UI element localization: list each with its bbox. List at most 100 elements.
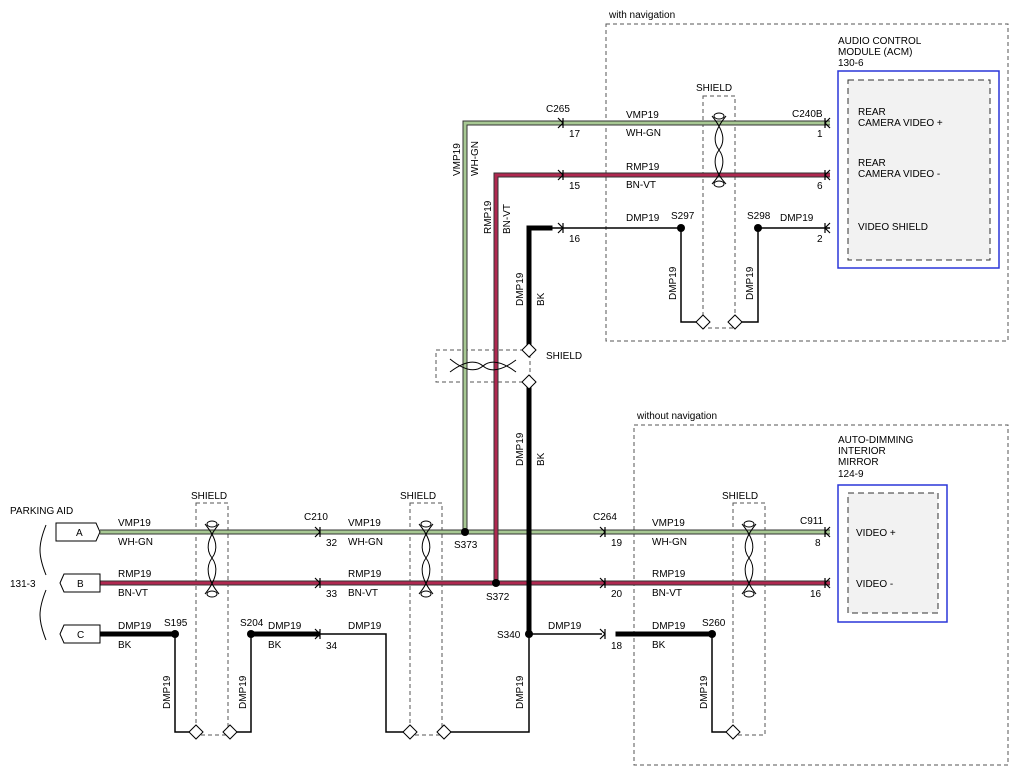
circuit-label: RMP19 (652, 569, 686, 580)
with-navigation-section: with navigation (605, 10, 1009, 342)
vmp19-wire[interactable] (100, 120, 830, 535)
dmp19-wire[interactable] (97, 225, 830, 733)
acm-pin6-line2: CAMERA VIDEO - (858, 169, 940, 180)
wire-labels-vertical: VMP19 WH-GN RMP19 BN-VT DMP19 BK DMP19 B… (162, 141, 756, 709)
pin-number: 1 (817, 129, 823, 140)
splice-s204-dot (247, 630, 255, 638)
shield-label-mid: SHIELD (400, 491, 436, 502)
splice-s373-label: S373 (454, 540, 478, 551)
circuit-label: DMP19 (348, 621, 382, 632)
pin-number: 15 (569, 181, 581, 192)
circuit-label: DMP19 (118, 621, 152, 632)
connector-c240b-label: C240B (792, 109, 823, 120)
wire-labels-lower: VMP19 WH-GN RMP19 BN-VT DMP19 BK DMP19 B… (118, 518, 687, 651)
color-label: BK (118, 640, 132, 651)
parking-aid-label: PARKING AID (10, 506, 73, 517)
shield-label-horizontal: SHIELD (546, 351, 582, 362)
parking-aid-ref: 131-3 (10, 579, 36, 590)
mirror-inner-box (847, 492, 939, 614)
circuit-label: RMP19 (626, 162, 660, 173)
pin-number: 19 (611, 538, 623, 549)
splice-s204-label: S204 (240, 618, 264, 629)
pin-c-label: C (77, 630, 84, 641)
circuit-label: DMP19 (652, 621, 686, 632)
pin-number: 16 (569, 234, 581, 245)
acm-pin2-line1: VIDEO SHIELD (858, 222, 928, 233)
shield-twists (204, 112, 757, 598)
color-label: WH-GN (652, 537, 687, 548)
mirror-title-line1: AUTO-DIMMING (838, 435, 914, 446)
color-label: BN-VT (118, 588, 148, 599)
color-label: WH-GN (118, 537, 153, 548)
pin-flag-b (59, 573, 101, 593)
splice-s372-dot (492, 579, 500, 587)
circuit-label: VMP19 (626, 110, 659, 121)
shield-boxes: SHIELD SHIELD SHIELD SHIELD SHIELD (191, 83, 766, 736)
circuit-label: VMP19 (348, 518, 381, 529)
pin-number: 34 (326, 641, 338, 652)
pin-flag-a (55, 522, 101, 542)
circuit-label: DMP19 (745, 266, 756, 300)
parking-aid-module[interactable]: PARKING AID 131-3 A B C (10, 506, 101, 644)
shield-box-left (195, 502, 229, 736)
pin-number: 32 (326, 538, 338, 549)
circuit-label: DMP19 (626, 213, 660, 224)
splice-s373-dot (461, 528, 469, 536)
circuit-label: DMP19 (268, 621, 302, 632)
color-label: WH-GN (470, 141, 481, 176)
color-label: BN-VT (502, 204, 513, 234)
circuit-label: DMP19 (515, 432, 526, 466)
splice-s195-label: S195 (164, 618, 188, 629)
pin-number: 18 (611, 641, 623, 652)
splice-s372-label: S372 (486, 592, 510, 603)
circuit-label: DMP19 (780, 213, 814, 224)
circuit-label: DMP19 (548, 621, 582, 632)
circuit-label: DMP19 (699, 675, 710, 709)
mirror-ref: 124-9 (838, 469, 864, 480)
circuit-label: VMP19 (118, 518, 151, 529)
without-navigation-section: without navigation (633, 411, 1009, 766)
color-label: BN-VT (652, 588, 682, 599)
mirror-pin8-label: VIDEO + (856, 528, 896, 539)
pin-number: 2 (817, 234, 823, 245)
circuit-label: DMP19 (238, 675, 249, 709)
splice-s260-dot (708, 630, 716, 638)
mirror-title-line2: INTERIOR (838, 446, 886, 457)
color-label: BN-VT (348, 588, 378, 599)
connector-c911-label: C911 (800, 516, 824, 527)
shield-diamonds (188, 314, 743, 740)
mirror-pin16-label: VIDEO - (856, 579, 893, 590)
pin-number: 20 (611, 589, 623, 600)
pin-number: 8 (815, 538, 821, 549)
circuit-label: DMP19 (162, 675, 173, 709)
pin-a-label: A (76, 528, 83, 539)
mirror-module[interactable]: AUTO-DIMMING INTERIOR MIRROR 124-9 VIDEO… (837, 435, 948, 623)
connector-labels: C210 C264 C265 C240B C911 32 33 34 19 20… (304, 104, 824, 652)
connector-chevrons (314, 117, 831, 640)
pin-number: 16 (810, 589, 822, 600)
wire-labels-upper: VMP19 WH-GN RMP19 BN-VT DMP19 DMP19 (626, 110, 814, 224)
acm-pin6-line1: REAR (858, 158, 886, 169)
splice-s260-label: S260 (702, 618, 726, 629)
circuit-label: VMP19 (652, 518, 685, 529)
splice-labels: S195 S204 S373 S372 S340 S260 S297 S298 (164, 211, 771, 641)
circuit-label: DMP19 (515, 272, 526, 306)
acm-title-line1: AUDIO CONTROL (838, 36, 922, 47)
color-label: BK (536, 452, 547, 466)
pin-number: 6 (817, 181, 823, 192)
connector-c265-label: C265 (546, 104, 570, 115)
color-label: WH-GN (626, 128, 661, 139)
circuit-label: RMP19 (348, 569, 382, 580)
without-navigation-label: without navigation (636, 411, 717, 422)
acm-pin1-line2: CAMERA VIDEO + (858, 118, 943, 129)
circuit-label: RMP19 (118, 569, 152, 580)
splice-s297-label: S297 (671, 211, 695, 222)
splice-s340-label: S340 (497, 630, 521, 641)
acm-module[interactable]: AUDIO CONTROL MODULE (ACM) 130-6 REAR CA… (837, 36, 1000, 269)
shield-box-mid (409, 502, 443, 736)
splice-s298-label: S298 (747, 211, 771, 222)
acm-pin1-line1: REAR (858, 107, 886, 118)
connector-c264-label: C264 (593, 512, 617, 523)
circuit-label: RMP19 (483, 200, 494, 234)
